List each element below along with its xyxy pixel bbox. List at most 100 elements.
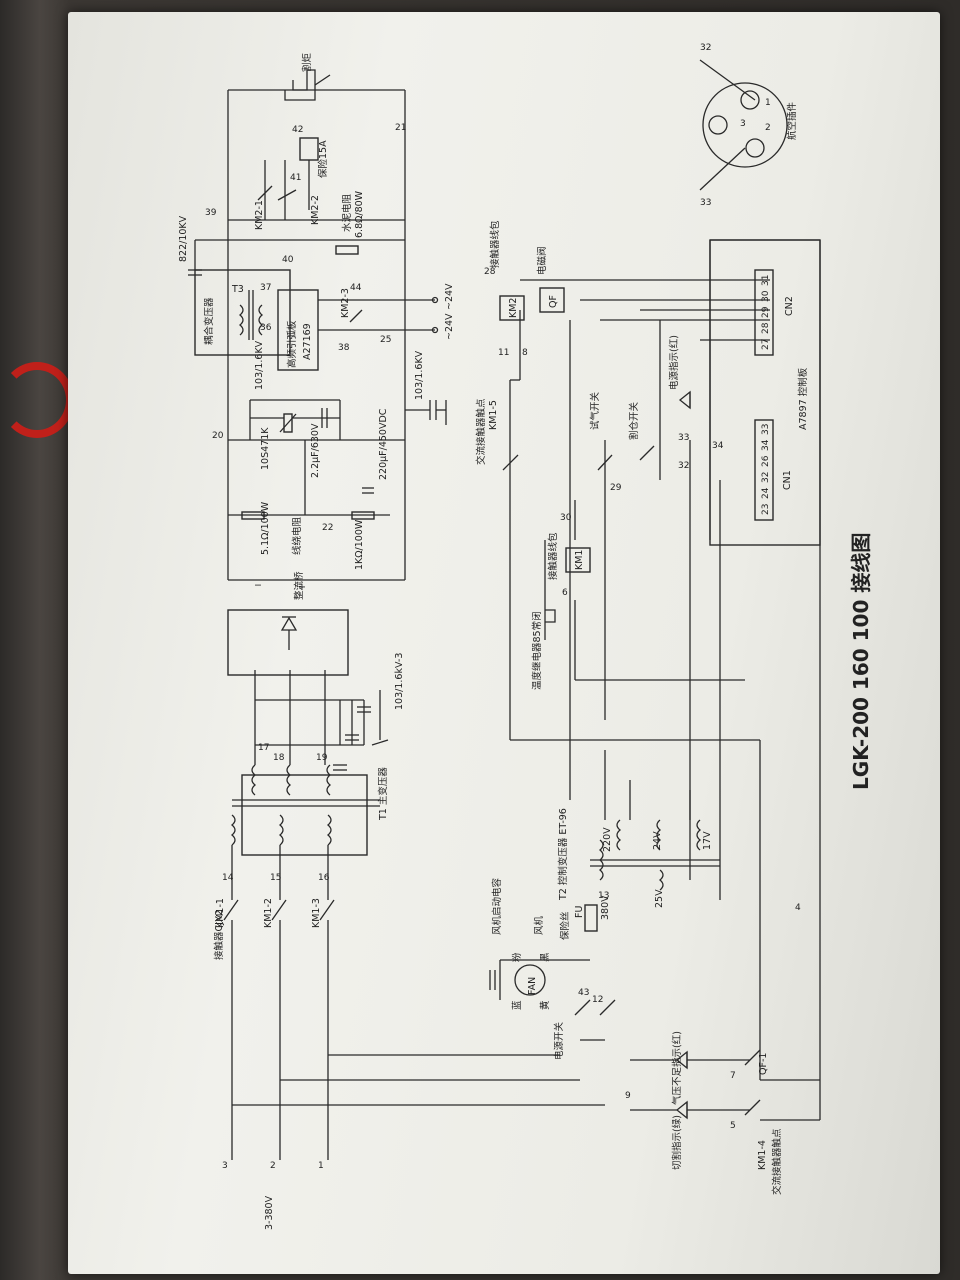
wire-number: 17 xyxy=(258,743,269,753)
wire-number: 36 xyxy=(260,323,272,333)
km2-coil xyxy=(499,287,565,321)
fan-symbol: FAN xyxy=(527,977,538,995)
wire-pink-label: 粉 xyxy=(511,952,523,962)
wire-number: 22 xyxy=(322,523,333,533)
v24-label: 24V xyxy=(652,831,663,850)
km2-3-label: KM2-3 xyxy=(340,288,351,318)
torch-label: 割炬 xyxy=(301,52,313,72)
v220-label: 220V xyxy=(602,827,613,852)
qf1-label: QF-1 xyxy=(758,1053,769,1075)
supply-label: 3-380V xyxy=(264,1195,275,1230)
km1-coil-label: 接触器线包 xyxy=(547,532,559,580)
cn2-pins: 27 28 29 30 31 xyxy=(761,275,771,350)
thermal-relay-label: 温度继电器85常闭 xyxy=(531,611,543,690)
aviation-plug xyxy=(699,59,788,191)
contactor-km1-contacts xyxy=(223,899,335,921)
km1-coil xyxy=(544,547,591,640)
wire-number: 42 xyxy=(292,125,303,135)
wire-black-label: 黑 xyxy=(540,952,551,962)
plug-pin: 2 xyxy=(765,123,771,133)
solenoid-label: 电磁阀 xyxy=(536,246,548,275)
wire-number: 25 xyxy=(380,335,391,345)
power-switch-label: 电源开关 xyxy=(553,1021,565,1060)
control-board-label: A7897 控制板 xyxy=(797,367,809,430)
wire-number: 2 xyxy=(270,1161,276,1171)
wire-number: 11 xyxy=(498,348,509,358)
plug-pin: 1 xyxy=(765,98,771,108)
km2-coil-label: 接触器线包 xyxy=(489,220,501,268)
km1-3-label: KM1-3 xyxy=(311,898,322,928)
cn2-pin: 31 xyxy=(761,275,771,286)
control-transformer-t2 xyxy=(590,750,720,891)
km1-5-contact xyxy=(502,454,519,471)
wire-number: 18 xyxy=(273,753,285,763)
fu-label: FU xyxy=(574,906,585,918)
plug-pin: 3 xyxy=(740,119,746,129)
cutting-torch xyxy=(284,69,331,101)
cn1-pin: 23 xyxy=(761,504,771,515)
filter-capacitors xyxy=(249,399,374,494)
secondary-lines xyxy=(254,670,365,765)
cn1-pins: 23 24 32 26 34 33 xyxy=(761,424,771,515)
diagram-title: LGK-200 160 100 接线图 xyxy=(849,533,873,790)
wire-blue-label: 蓝 xyxy=(511,1000,523,1010)
wire-number: 6 xyxy=(562,588,568,598)
cement-resistor xyxy=(335,245,359,255)
plus-terminal: + xyxy=(298,582,306,593)
dc-resistors xyxy=(241,440,375,520)
wire-number-tags: 3 2 1 4 5 6 7 8 9 11 12 13 14 15 16 17 1… xyxy=(205,123,801,1171)
cap-103-ground xyxy=(405,400,447,425)
power-switch xyxy=(574,999,616,1041)
wire-number: 7 xyxy=(730,1071,736,1081)
wire-number: 5 xyxy=(730,1121,736,1131)
dc24-plus-label: ~24V xyxy=(444,313,455,340)
main-transformer-label: T1 主变压器 xyxy=(377,767,389,821)
km1-coil-symbol: KM1 xyxy=(574,550,585,570)
wire-number: 32 xyxy=(678,461,689,471)
wire-number: 33 xyxy=(678,433,689,443)
fuse-fu xyxy=(584,904,598,932)
cn1-connector xyxy=(754,419,774,521)
km1-2-label: KM1-2 xyxy=(263,898,274,928)
wire-number: 44 xyxy=(350,283,362,293)
wire-number: 16 xyxy=(318,873,330,883)
wire-number: 28 xyxy=(484,267,496,277)
wire-number: 40 xyxy=(282,255,294,265)
cn1-pin: 34 xyxy=(761,439,771,451)
plug-wire-33: 33 xyxy=(700,198,711,208)
wire-number: 37 xyxy=(260,283,271,293)
wire-yellow-label: 黄 xyxy=(539,1000,551,1010)
km2-3-contact xyxy=(318,296,439,334)
wire-number: 8 xyxy=(522,348,528,358)
v17-label: 17V xyxy=(702,831,713,850)
plug-wire-32: 32 xyxy=(700,43,711,53)
gas-test-switch xyxy=(597,390,691,471)
balance-res-label: 线绕电阻 xyxy=(291,516,303,555)
cn2-pin: 29 xyxy=(761,306,771,318)
res-1k-label: 1KΩ/100W xyxy=(354,519,365,570)
wire-number: 34 xyxy=(712,441,724,451)
aviation-plug-label: 航空插件 xyxy=(786,101,798,140)
power-led-label: 电源指示(红) xyxy=(668,335,680,390)
cn1-pin: 26 xyxy=(761,455,771,467)
cn2-connector xyxy=(754,269,774,356)
wire-number: 43 xyxy=(578,988,589,998)
km2-2-label: KM2-2 xyxy=(310,195,321,225)
wire-number: 38 xyxy=(338,343,350,353)
km2-1-label: KM2-1 xyxy=(254,200,265,230)
km1-4-desc: 交流接触器触点 xyxy=(771,1128,783,1195)
cn1-pin: 33 xyxy=(761,424,771,435)
cn1-pin: 24 xyxy=(761,487,771,499)
rectifier-label: 整流桥 xyxy=(293,571,305,600)
res-51-label: 5.1Ω/100W xyxy=(260,501,271,555)
varistor-label: 10S471K xyxy=(260,427,271,470)
wire-number: 14 xyxy=(222,873,234,883)
dc-bus xyxy=(227,89,406,581)
cap-22-label: 2.2μF/630V xyxy=(310,423,321,478)
cap-822 xyxy=(188,239,405,276)
wire-number: 41 xyxy=(290,173,301,183)
cap-220-label: 220μF/450VDC xyxy=(378,408,389,480)
wire-number: 12 xyxy=(592,995,603,1005)
